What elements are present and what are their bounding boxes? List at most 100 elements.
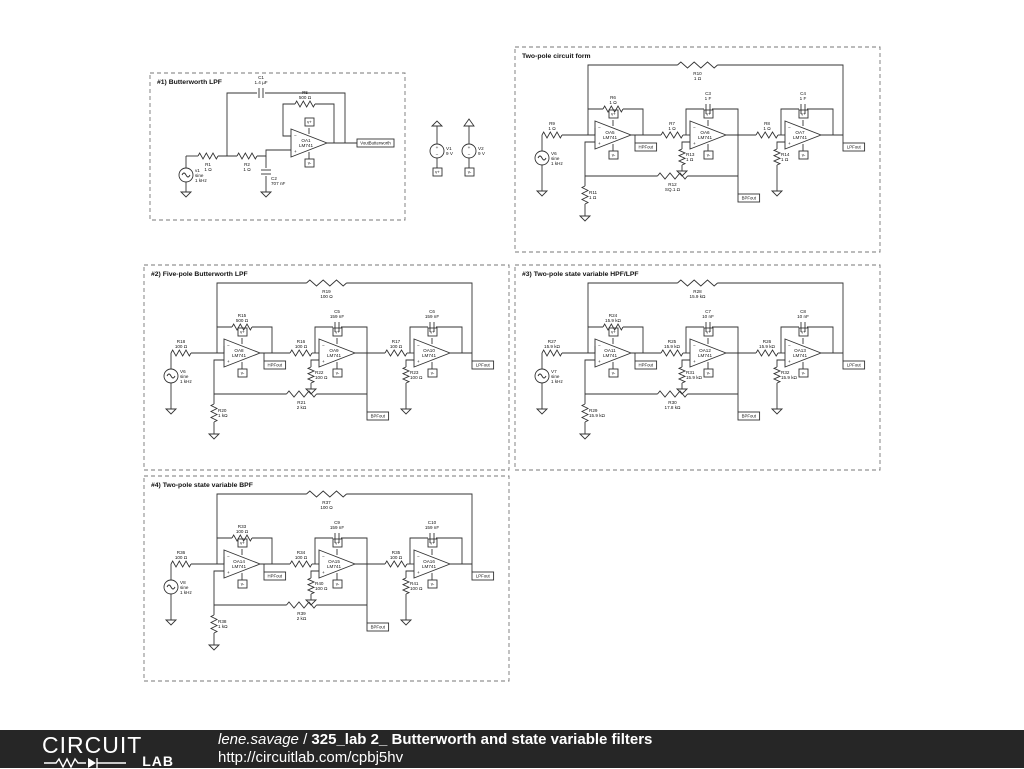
resistor-value: 15.9 kΩ (690, 294, 707, 299)
opamp-label: OA14 (233, 559, 245, 564)
output-net-tag: LPFout (476, 363, 491, 368)
capacitor-value: 1 F (705, 96, 712, 101)
project-url[interactable]: http://circuitlab.com/cpbj5hv (218, 749, 404, 766)
capacitor-value: 159 nF (330, 525, 344, 530)
wire (310, 570, 319, 578)
wire (346, 282, 473, 353)
wire (216, 282, 307, 327)
source-frequency: 1 kHz (180, 379, 192, 384)
capacitor-label: C6 (429, 309, 435, 314)
output-net-tag: BPFout (742, 196, 757, 201)
author-name[interactable]: lene.savage (218, 731, 299, 748)
ground-icon (535, 190, 549, 197)
wire (712, 326, 739, 353)
resistor-value: 100 Ω (410, 375, 423, 380)
resistor-label: R1 (205, 162, 211, 167)
resistor-label: R38 (218, 619, 227, 624)
supply-plus-tag: v+ (335, 330, 340, 335)
wire (314, 537, 333, 564)
capacitor-value: 159 nF (425, 525, 439, 530)
opamp-icon (290, 128, 329, 158)
wire (409, 326, 428, 353)
supply-plus-tag: v+ (240, 541, 245, 546)
source-label: V2 (478, 146, 484, 151)
resistor (209, 403, 219, 423)
output-net-tag-box (366, 411, 390, 421)
capacitor-label: C1 (258, 75, 264, 80)
supply-net-tag: v- (468, 170, 472, 175)
opamp-minus: − (227, 343, 230, 348)
opamp-label: OA15 (328, 559, 340, 564)
supply-plus-tag: v+ (611, 112, 616, 117)
resistor (170, 560, 192, 568)
wire (216, 326, 232, 353)
supply-plus-tag: v+ (240, 330, 245, 335)
opamp-model: LM741 (698, 353, 712, 358)
opamp-label: OA10 (423, 348, 435, 353)
wire (216, 537, 232, 564)
resistor-value: 1 Ω (204, 167, 212, 172)
resistor-label: R22 (315, 370, 324, 375)
output-net-tag: VoutButterworth (360, 141, 391, 146)
wire (213, 570, 224, 615)
capacitor-value: 10 nF (702, 314, 714, 319)
opamp-label: OA6 (700, 130, 710, 135)
output-net-tag: LPFout (847, 363, 862, 368)
opamp-model: LM741 (232, 564, 246, 569)
resistor (231, 323, 253, 331)
logo-text-bottom: LAB (142, 753, 174, 769)
source-type: sine (551, 156, 560, 161)
opamp-plus: + (417, 359, 420, 364)
supply-plus-tag: v+ (706, 330, 711, 335)
capacitor-label: C2 (271, 176, 277, 181)
resistor-diode-icon (44, 757, 126, 768)
source-type: sine (180, 374, 189, 379)
opamp-icon (223, 338, 262, 368)
resistor-value: 15.9 kΩ (759, 344, 776, 349)
resistor-label: R28 (693, 289, 702, 294)
dc-source-minus: − (436, 152, 439, 157)
wire (717, 64, 844, 135)
resistor (755, 349, 779, 357)
output-net-tag-box (471, 571, 495, 581)
ground-icon (207, 433, 221, 440)
output-net-tag-box (842, 142, 866, 152)
source-frequency: 1 kHz (551, 379, 563, 384)
wire (712, 108, 739, 135)
ground-icon (164, 408, 178, 415)
opamp-model: LM741 (422, 353, 436, 358)
wire (310, 359, 319, 367)
source-type: sine (195, 173, 204, 178)
opamp-label: OA12 (699, 348, 711, 353)
resistor (306, 490, 347, 498)
wire (776, 141, 785, 149)
opamp-label: OA7 (795, 130, 805, 135)
resistor-value: 100 Ω (295, 555, 308, 560)
supply-minus-tag: v- (612, 371, 616, 376)
supply-minus-tag-box (237, 579, 248, 589)
source-frequency: 1 kHz (180, 590, 192, 595)
opamp-icon (318, 338, 357, 368)
wire (780, 326, 799, 353)
supply-minus-tag: v- (431, 371, 435, 376)
opamp-plus: + (227, 570, 230, 575)
opamp-model: LM741 (603, 135, 617, 140)
supply-minus-tag-box (798, 368, 809, 378)
project-name: 325_lab 2_ Butterworth and state variabl… (311, 731, 653, 748)
wire (405, 570, 414, 578)
circuitlab-logo[interactable]: CIRCUIT LAB (42, 732, 182, 769)
resistor (289, 560, 313, 568)
resistor-label: R41 (410, 581, 419, 586)
resistor (306, 279, 347, 287)
resistor (170, 349, 192, 357)
resistor-label: R39 (297, 611, 306, 616)
logo-text-top: CIRCUIT (42, 732, 143, 758)
wire (807, 326, 834, 353)
capacitor-label: C9 (334, 520, 340, 525)
source-label: V6 (180, 369, 186, 374)
opamp-icon (689, 338, 728, 368)
resistor-value: 500 Ω (236, 318, 249, 323)
capacitor-value: 159 nF (425, 314, 439, 319)
wire (409, 537, 428, 564)
resistor (286, 390, 317, 398)
